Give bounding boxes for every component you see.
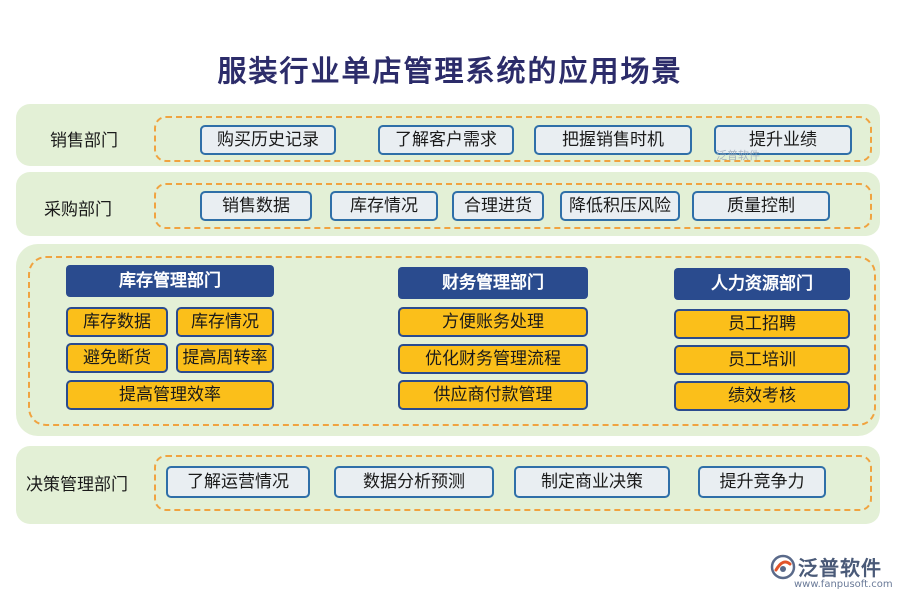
purchasing-item-3: 合理进货: [452, 191, 544, 221]
decision-item-2: 数据分析预测: [334, 466, 494, 498]
finance-item-2: 优化财务管理流程: [398, 344, 588, 374]
finance-header: 财务管理部门: [398, 267, 588, 299]
decision-item-1: 了解运营情况: [166, 466, 310, 498]
decision-label: 决策管理部门: [26, 475, 128, 495]
sales-dashed-group: [154, 116, 872, 162]
purchasing-item-2: 库存情况: [330, 191, 438, 221]
decision-item-4: 提升竞争力: [698, 466, 826, 498]
brand-logo-block: 泛普软件 www.fanpusoft.com: [768, 552, 896, 596]
inventory-item-4: 提高周转率: [176, 343, 274, 373]
decision-dashed-group: [154, 455, 872, 511]
sales-label: 销售部门: [50, 131, 118, 151]
hr-item-3: 绩效考核: [674, 381, 850, 411]
sales-item-3: 把握销售时机: [534, 125, 692, 155]
purchasing-label: 采购部门: [44, 200, 112, 220]
brand-name: 泛普软件: [798, 556, 882, 580]
inventory-item-1: 库存数据: [66, 307, 168, 337]
hr-item-1: 员工招聘: [674, 309, 850, 339]
hr-item-2: 员工培训: [674, 345, 850, 375]
purchasing-item-5: 质量控制: [692, 191, 830, 221]
watermark: 泛普软件: [716, 149, 760, 162]
finance-item-3: 供应商付款管理: [398, 380, 588, 410]
brand-url: www.fanpusoft.com: [794, 579, 893, 590]
decision-item-3: 制定商业决策: [514, 466, 670, 498]
hr-header: 人力资源部门: [674, 268, 850, 300]
inventory-item-3: 避免断货: [66, 343, 168, 373]
sales-item-2: 了解客户需求: [378, 125, 514, 155]
inventory-item-5: 提高管理效率: [66, 380, 274, 410]
purchasing-item-1: 销售数据: [200, 191, 312, 221]
inventory-item-2: 库存情况: [176, 307, 274, 337]
page-title: 服装行业单店管理系统的应用场景: [217, 54, 683, 88]
inventory-header: 库存管理部门: [66, 265, 274, 297]
departments-dashed-group: [28, 256, 876, 426]
purchasing-item-4: 降低积压风险: [560, 191, 680, 221]
sales-item-4: 提升业绩: [714, 125, 852, 155]
purchasing-dashed-group: [154, 183, 872, 229]
sales-item-1: 购买历史记录: [200, 125, 336, 155]
brand-logo-icon: [770, 554, 796, 580]
finance-item-1: 方便账务处理: [398, 307, 588, 337]
